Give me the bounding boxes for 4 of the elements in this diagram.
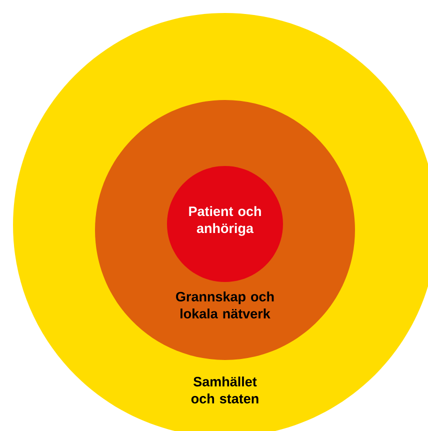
circle-label: Patient och anhöriga — [189, 206, 261, 236]
inner-circle — [167, 166, 283, 282]
circle-label: Samhället och staten — [191, 376, 258, 404]
circle-label: Grannskap och lokala nätverk — [176, 292, 274, 318]
